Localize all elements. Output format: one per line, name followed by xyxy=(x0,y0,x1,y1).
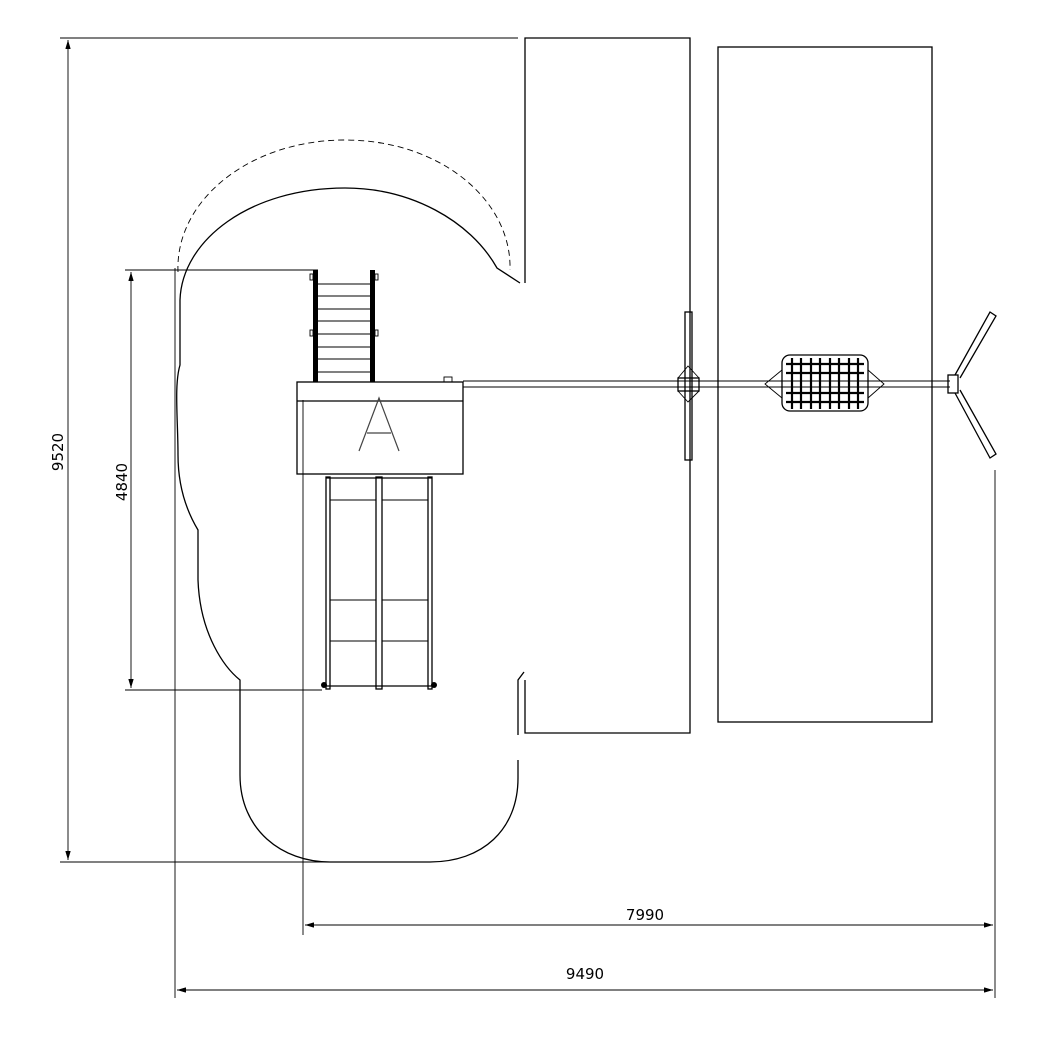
swing-beam xyxy=(463,380,950,388)
swing-end-v-frame xyxy=(947,311,997,459)
tire-swing xyxy=(764,354,885,412)
slide xyxy=(321,476,437,690)
swing-zone-dashed-outline xyxy=(177,139,511,273)
safety-zone-notch xyxy=(517,671,525,735)
swing-a-frame xyxy=(677,311,700,461)
dimension-4840-label: 4840 xyxy=(113,463,131,501)
swing-zone-rect-2 xyxy=(717,46,933,723)
ladder xyxy=(309,270,379,382)
swing-zone-rect-1 xyxy=(524,37,691,734)
dimension-9490-label: 9490 xyxy=(566,965,604,983)
dimension-structure-length: 4840 xyxy=(113,269,322,691)
dimension-overall-height: 9520 xyxy=(49,37,518,863)
dimension-structure-to-swing: 7990 xyxy=(302,400,996,998)
dimension-9520-label: 9520 xyxy=(49,433,67,471)
dimension-overall-width: 9490 xyxy=(174,268,993,998)
structure-label: A xyxy=(358,396,400,452)
deck xyxy=(296,381,464,475)
play-structure: A xyxy=(296,270,464,690)
dimension-7990-label: 7990 xyxy=(626,906,664,924)
safety-zone-outline xyxy=(176,187,521,863)
